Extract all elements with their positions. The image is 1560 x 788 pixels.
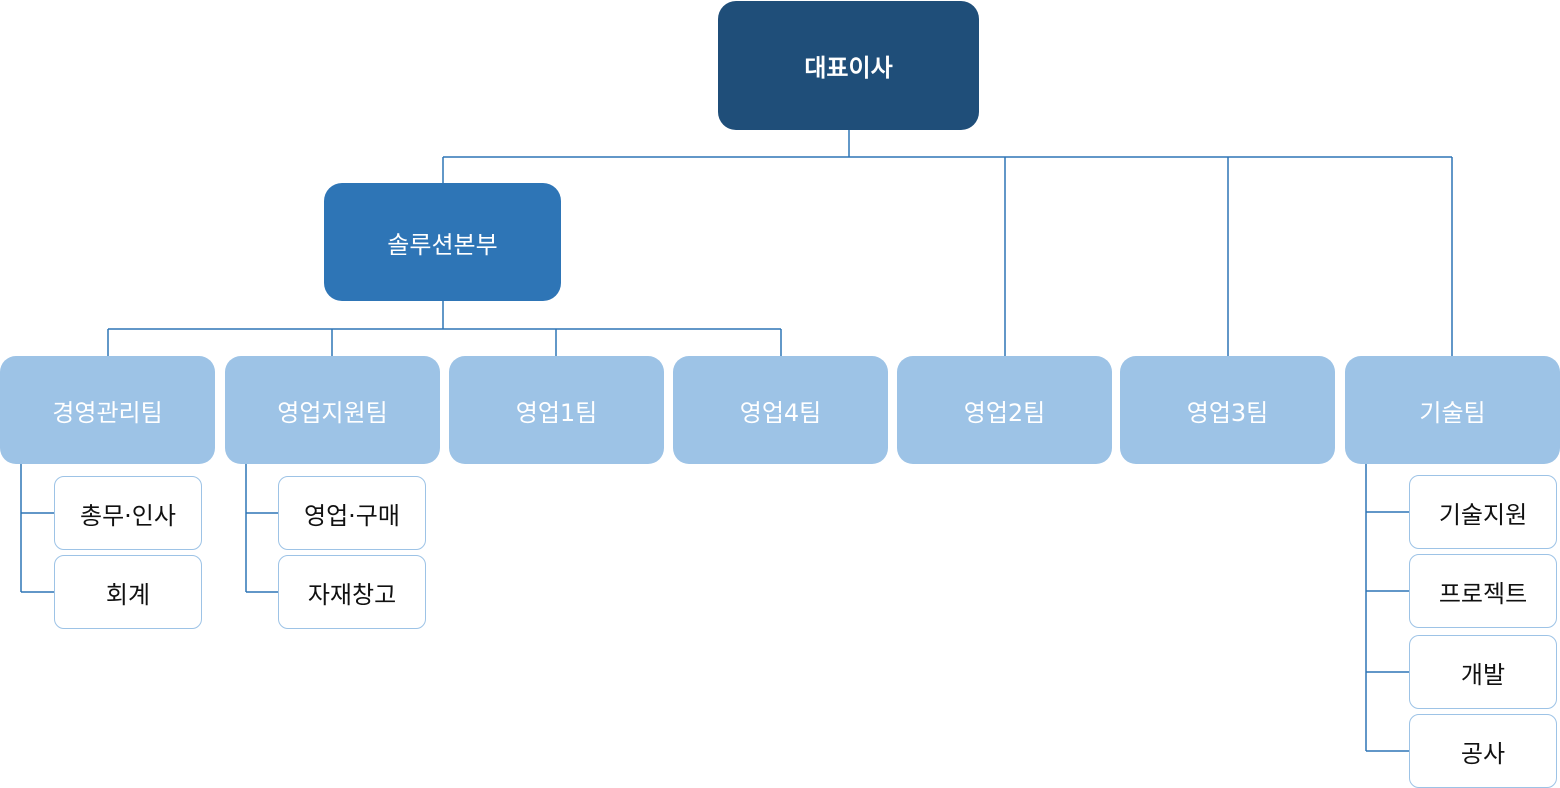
unit-construction-label: 공사 xyxy=(1460,739,1506,768)
team-sales2-box[interactable]: 영업2팀 xyxy=(897,356,1112,464)
unit-development-label: 개발 xyxy=(1460,660,1506,689)
unit-accounting-label: 회계 xyxy=(105,580,151,609)
unit-warehouse-label: 자재창고 xyxy=(307,580,397,609)
unit-project-label: 프로젝트 xyxy=(1438,579,1528,608)
unit-construction-box[interactable]: 공사 xyxy=(1409,714,1557,788)
team-sales-support-label: 영업지원팀 xyxy=(277,398,388,427)
team-sales1-box[interactable]: 영업1팀 xyxy=(449,356,664,464)
team-management-box[interactable]: 경영관리팀 xyxy=(0,356,215,464)
ceo-box[interactable]: 대표이사 xyxy=(718,1,979,130)
team-management-label: 경영관리팀 xyxy=(52,398,163,427)
ceo-label: 대표이사 xyxy=(804,54,893,82)
team-sales3-label: 영업3팀 xyxy=(1186,398,1269,427)
team-sales-support-box[interactable]: 영업지원팀 xyxy=(225,356,440,464)
unit-warehouse-box[interactable]: 자재창고 xyxy=(278,555,426,629)
unit-tech-support-label: 기술지원 xyxy=(1438,500,1528,529)
unit-accounting-box[interactable]: 회계 xyxy=(54,555,202,629)
unit-project-box[interactable]: 프로젝트 xyxy=(1409,554,1557,628)
solution-division-label: 솔루션본부 xyxy=(387,230,498,259)
team-tech-box[interactable]: 기술팀 xyxy=(1345,356,1560,464)
team-sales3-box[interactable]: 영업3팀 xyxy=(1120,356,1335,464)
team-sales4-label: 영업4팀 xyxy=(739,398,822,427)
unit-development-box[interactable]: 개발 xyxy=(1409,635,1557,709)
team-sales1-label: 영업1팀 xyxy=(515,398,598,427)
team-sales2-label: 영업2팀 xyxy=(963,398,1046,427)
unit-sales-purchasing-box[interactable]: 영업·구매 xyxy=(278,476,426,550)
unit-sales-purchasing-label: 영업·구매 xyxy=(304,501,400,530)
team-tech-label: 기술팀 xyxy=(1419,398,1486,427)
unit-general-affairs-hr-box[interactable]: 총무·인사 xyxy=(54,476,202,550)
unit-tech-support-box[interactable]: 기술지원 xyxy=(1409,475,1557,549)
unit-general-affairs-hr-label: 총무·인사 xyxy=(80,501,176,530)
team-sales4-box[interactable]: 영업4팀 xyxy=(673,356,888,464)
solution-division-box[interactable]: 솔루션본부 xyxy=(324,183,561,301)
